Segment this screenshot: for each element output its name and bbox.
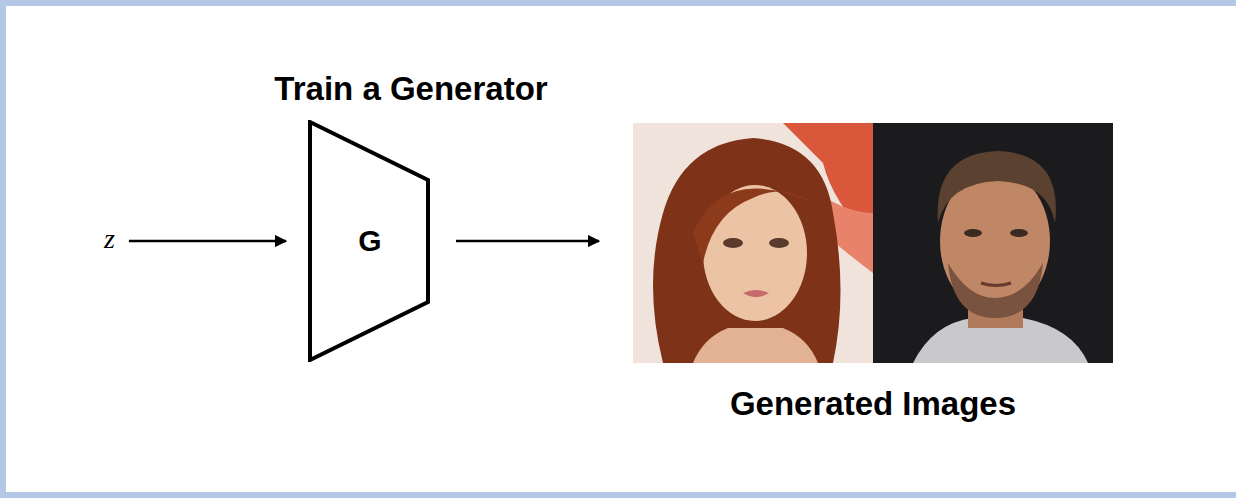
block-label: G bbox=[358, 224, 381, 258]
male-face bbox=[873, 123, 1113, 363]
panel-frame bbox=[3, 3, 1236, 495]
flow-arrow bbox=[456, 240, 599, 243]
flow-arrow bbox=[129, 240, 286, 243]
heading-text: Train a Generator bbox=[274, 70, 547, 108]
female-face bbox=[633, 123, 873, 363]
trapezoid-outline bbox=[310, 122, 428, 360]
image-panel: Generated Images bbox=[633, 123, 1113, 363]
input-variable: z bbox=[104, 222, 115, 256]
generator-block: Train a GeneratorG bbox=[308, 120, 430, 362]
input-label: z bbox=[104, 222, 115, 256]
caption-text: Generated Images bbox=[730, 385, 1016, 423]
face-images bbox=[633, 123, 1113, 363]
